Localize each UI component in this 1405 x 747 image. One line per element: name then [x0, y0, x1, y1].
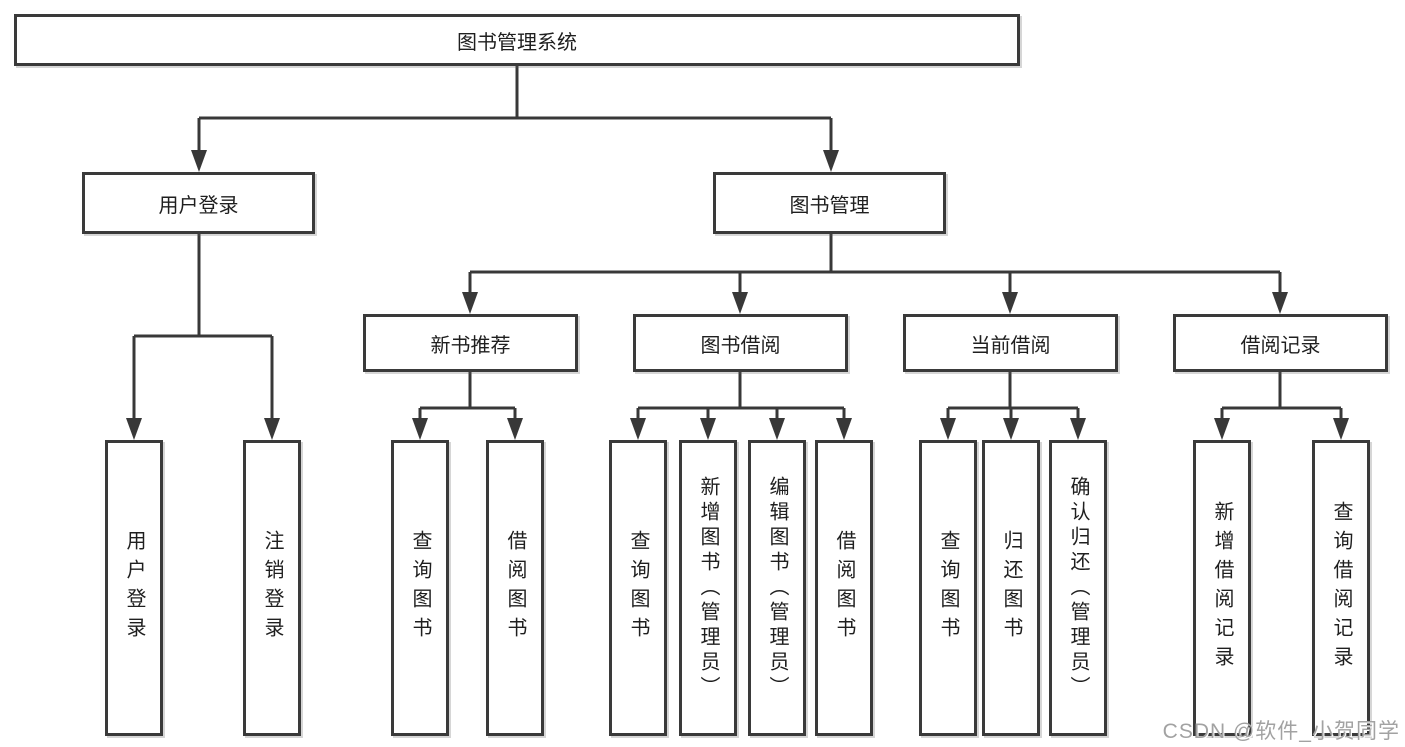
node-label: 查询借阅记录: [1330, 501, 1352, 675]
node-label: 用户登录: [123, 530, 145, 646]
node-label: 借阅记录: [1240, 334, 1321, 357]
arrowhead: [1272, 292, 1288, 314]
node-book-borrow: 图书借阅: [633, 314, 848, 372]
leaf-confirm-return-admin: 确认归还（管理员）: [1049, 440, 1107, 736]
leaf-query-books-borrow: 查询图书: [609, 440, 667, 736]
arrowhead: [412, 418, 428, 440]
node-label: 新增图书（管理员）: [697, 475, 719, 701]
arrowhead: [507, 418, 523, 440]
arrowhead: [1003, 418, 1019, 440]
arrowhead: [191, 150, 207, 172]
arrowhead: [1002, 292, 1018, 314]
leaf-return-book: 归还图书: [982, 440, 1040, 736]
node-label: 确认归还（管理员）: [1067, 475, 1089, 701]
arrowhead: [836, 418, 852, 440]
node-borrow-records: 借阅记录: [1173, 314, 1388, 372]
node-label: 编辑图书（管理员）: [766, 475, 788, 701]
node-label: 用户登录: [158, 194, 239, 217]
node-label: 查询图书: [409, 530, 431, 646]
node-label: 归还图书: [1000, 530, 1022, 646]
node-label: 查询图书: [937, 530, 959, 646]
node-root-system: 图书管理系统: [14, 14, 1020, 66]
arrowhead: [264, 418, 280, 440]
arrowheads: [126, 150, 1349, 440]
connector-borrow-to-leaves: [636, 372, 846, 420]
leaf-borrow-books-recommend: 借阅图书: [486, 440, 544, 736]
arrowhead: [1070, 418, 1086, 440]
node-label: 注销登录: [261, 530, 283, 646]
arrowhead: [1333, 418, 1349, 440]
leaf-query-borrow-record: 查询借阅记录: [1312, 440, 1370, 736]
node-label: 当前借阅: [970, 334, 1051, 357]
node-book-management: 图书管理: [713, 172, 946, 234]
node-label: 新增借阅记录: [1211, 501, 1233, 675]
arrowhead: [462, 292, 478, 314]
leaf-add-book-admin: 新增图书（管理员）: [679, 440, 737, 736]
arrowhead: [1214, 418, 1230, 440]
arrowhead: [823, 150, 839, 172]
node-new-book-recommend: 新书推荐: [363, 314, 578, 372]
leaf-query-books-current: 查询图书: [919, 440, 977, 736]
connector-userlogin-to-leaves: [132, 234, 274, 420]
node-label: 图书管理: [789, 194, 870, 217]
leaf-user-login: 用户登录: [105, 440, 163, 736]
csdn-watermark: CSDN @软件_小贺同学: [1162, 720, 1400, 743]
arrowhead: [700, 418, 716, 440]
arrowhead: [769, 418, 785, 440]
node-current-borrow: 当前借阅: [903, 314, 1118, 372]
leaf-borrow-books: 借阅图书: [815, 440, 873, 736]
node-label: 查询图书: [627, 530, 649, 646]
connector-current-to-leaves: [946, 372, 1080, 420]
leaf-query-books-recommend: 查询图书: [391, 440, 449, 736]
arrowhead: [732, 292, 748, 314]
connector-root-to-level2: [197, 66, 833, 152]
arrowhead: [126, 418, 142, 440]
node-label: 图书管理系统: [457, 31, 577, 54]
arrowhead: [630, 418, 646, 440]
node-label: 图书借阅: [700, 334, 781, 357]
leaf-add-borrow-record: 新增借阅记录: [1193, 440, 1251, 736]
leaf-edit-book-admin: 编辑图书（管理员）: [748, 440, 806, 736]
leaf-logout: 注销登录: [243, 440, 301, 736]
node-user-login: 用户登录: [82, 172, 315, 234]
arrowhead: [940, 418, 956, 440]
node-label: 借阅图书: [504, 530, 526, 646]
node-label: 借阅图书: [833, 530, 855, 646]
node-label: 新书推荐: [430, 334, 511, 357]
connector-recommend-to-leaves: [418, 372, 517, 420]
connector-bookmgmt-to-level3: [468, 234, 1282, 294]
connector-records-to-leaves: [1220, 372, 1343, 420]
